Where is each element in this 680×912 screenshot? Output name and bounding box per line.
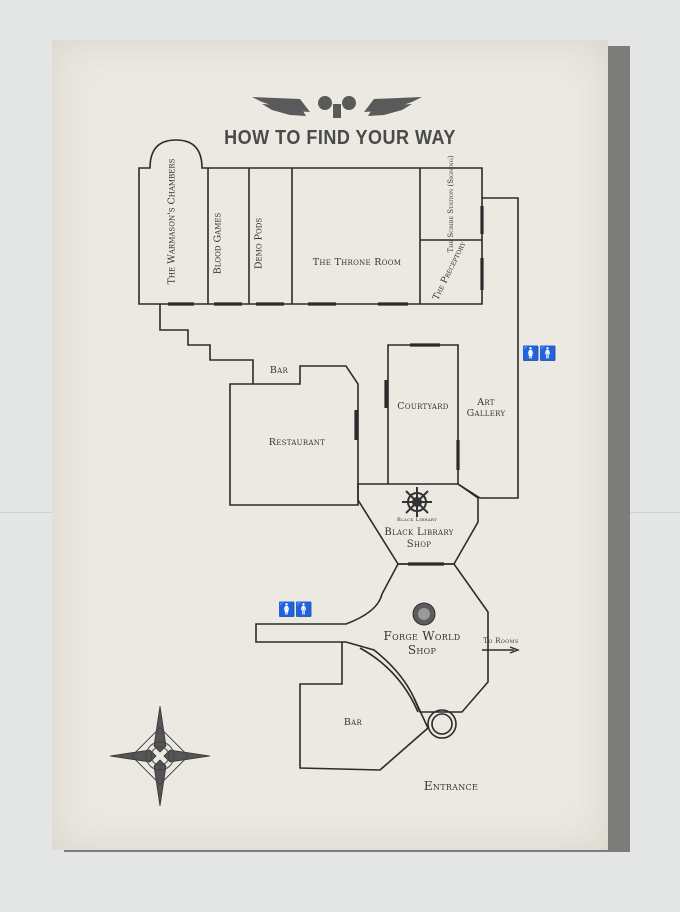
toilets-icon: 🚺🚹 <box>522 346 557 362</box>
to-rooms-sign: To Rooms <box>483 637 519 645</box>
toilets-icon: 🚺🚹 <box>278 602 313 618</box>
room-courtyard: Courtyard <box>397 401 449 412</box>
room-black-library-shop: Black Library Shop <box>384 527 454 550</box>
entrance-label: Entrance <box>423 779 479 793</box>
top-block-outline <box>138 139 483 305</box>
map-page <box>52 40 608 850</box>
room-art-gallery: Art Gallery <box>466 397 506 419</box>
black-library-shop-outline <box>357 483 479 565</box>
map-title: HOW TO FIND YOUR WAY <box>224 125 456 149</box>
restaurant-outline <box>229 365 359 506</box>
room-demo-pods: Demo Pods <box>253 217 265 270</box>
black-library-logo-text: Black Library <box>396 517 438 523</box>
room-forge-world-shop: Forge World Shop <box>383 629 461 657</box>
room-bar-lower: Bar <box>343 717 363 728</box>
room-warmasons-chambers: The Warmason's Chambers <box>166 158 178 285</box>
room-blood-games: Blood Games <box>212 212 224 275</box>
room-scribe-station: The Scribe Station (Signing) <box>446 155 455 253</box>
room-throne-room: The Throne Room <box>312 257 402 268</box>
room-restaurant: Restaurant <box>268 437 326 448</box>
room-bar-upper: Bar <box>269 365 289 376</box>
